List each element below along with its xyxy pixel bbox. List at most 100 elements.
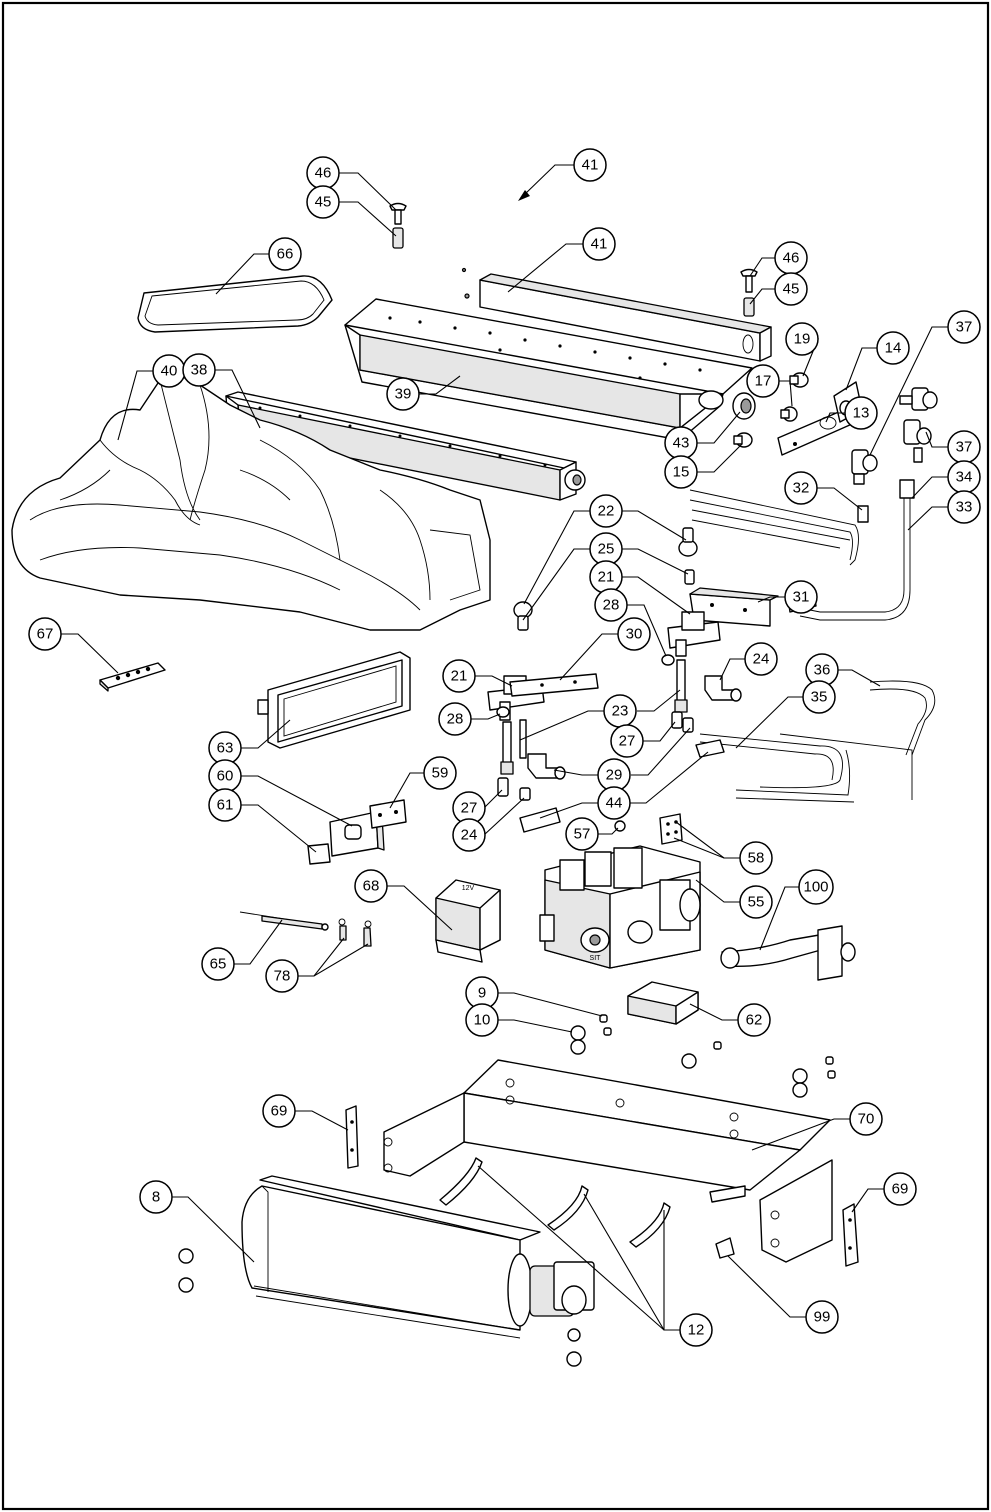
part-78-clips <box>338 918 372 947</box>
callout-c25: 25 <box>589 532 623 566</box>
callout-circle <box>947 310 981 344</box>
callout-label: 45 <box>783 281 800 298</box>
callout-label: 44 <box>606 795 623 812</box>
callout-label: 46 <box>315 165 332 182</box>
callout-circle <box>744 642 778 676</box>
callout-label: 31 <box>793 589 810 606</box>
callout-c22: 22 <box>589 494 623 528</box>
callout-c38: 38 <box>182 353 216 387</box>
callout-label: 32 <box>793 480 810 497</box>
callout-c78: 78 <box>265 959 299 993</box>
callout-label: 24 <box>753 651 770 668</box>
callout-label: 59 <box>432 765 449 782</box>
part-46-screw-right <box>740 268 758 317</box>
callout-c58: 58 <box>739 841 773 875</box>
callout-label: 60 <box>217 768 234 785</box>
callout-label: 46 <box>783 250 800 267</box>
callout-label: 23 <box>612 703 629 720</box>
callout-circle <box>746 364 780 398</box>
valve-brand-marking: SIT <box>590 955 602 962</box>
callout-label: 15 <box>673 464 690 481</box>
part-27-fitting-upper <box>671 711 683 729</box>
callout-label: 14 <box>885 340 902 357</box>
callout-circle <box>876 331 910 365</box>
part-69-bracket-left <box>345 1105 359 1169</box>
callout-c24a: 24 <box>744 642 778 676</box>
callout-label: 100 <box>803 879 828 896</box>
callout-circle <box>805 1300 839 1334</box>
callout-circle <box>354 869 388 903</box>
callout-c40: 40 <box>152 354 186 388</box>
callout-label: 78 <box>274 968 291 985</box>
callout-c13: 13 <box>844 396 878 430</box>
callout-c21b: 21 <box>442 659 476 693</box>
callout-circle <box>617 617 651 651</box>
callout-c29: 29 <box>597 758 631 792</box>
callout-c39: 39 <box>386 377 420 411</box>
callout-c45b: 45 <box>774 272 808 306</box>
callout-label: 70 <box>858 1111 875 1128</box>
callout-c32: 32 <box>784 471 818 505</box>
callout-circle <box>265 959 299 993</box>
callout-label: 45 <box>315 194 332 211</box>
part-30-bracket <box>509 673 599 697</box>
callout-circle <box>802 680 836 714</box>
callout-circle <box>597 786 631 820</box>
part-69-bracket-right <box>842 1203 859 1267</box>
callout-circle <box>739 885 773 919</box>
callout-label: 43 <box>673 435 690 452</box>
callout-label: 21 <box>451 668 468 685</box>
part-15-fitting <box>733 432 753 448</box>
callout-c67: 67 <box>28 617 62 651</box>
callout-c66: 66 <box>268 237 302 271</box>
callout-circle <box>565 817 599 851</box>
part-19-fitting <box>789 372 809 388</box>
part-43-bushing <box>732 392 756 420</box>
callout-c41b: 41 <box>582 227 616 261</box>
callout-circle <box>739 841 773 875</box>
callout-circle <box>139 1180 173 1214</box>
callout-circle <box>465 1003 499 1037</box>
callout-c70: 70 <box>849 1102 883 1136</box>
callout-circle <box>208 788 242 822</box>
callout-label: 38 <box>191 362 208 379</box>
callout-circle <box>784 471 818 505</box>
callout-c35: 35 <box>802 680 836 714</box>
callout-c34: 34 <box>947 460 981 494</box>
tray-holes <box>388 316 702 380</box>
part-31-pilot-bracket <box>689 587 779 627</box>
part-44-tube-lower <box>519 807 561 833</box>
callout-c21a: 21 <box>589 560 623 594</box>
callout-c62: 62 <box>737 1003 771 1037</box>
part-63-glass-frame <box>257 651 411 749</box>
part-65-thermocouple <box>239 911 329 931</box>
part-22-fitting-lower <box>513 601 533 631</box>
callout-c46a: 46 <box>306 156 340 190</box>
callout-circle <box>883 1172 917 1206</box>
callout-circle <box>201 947 235 981</box>
callout-label: 37 <box>956 319 973 336</box>
callout-label: 29 <box>606 767 623 784</box>
callout-label: 57 <box>574 826 591 843</box>
part-12-clips <box>439 1157 671 1248</box>
part-22-fitting-upper <box>678 527 698 557</box>
callout-label: 37 <box>956 439 973 456</box>
callout-circle <box>28 617 62 651</box>
callout-circle <box>452 818 486 852</box>
callout-label: 68 <box>363 878 380 895</box>
callout-c41a: 41 <box>573 148 607 182</box>
callout-c43: 43 <box>664 426 698 460</box>
callout-circle <box>268 237 302 271</box>
callout-label: 13 <box>853 405 870 422</box>
callout-label: 63 <box>217 740 234 757</box>
callout-label: 40 <box>161 363 178 380</box>
part-24-fitting-lower-left <box>519 787 531 801</box>
callout-c28b: 28 <box>438 702 472 736</box>
callout-label: 28 <box>603 597 620 614</box>
callout-c24b: 24 <box>452 818 486 852</box>
part-66-gasket <box>137 275 333 333</box>
callout-c45a: 45 <box>306 185 340 219</box>
callout-c37b: 37 <box>947 430 981 464</box>
